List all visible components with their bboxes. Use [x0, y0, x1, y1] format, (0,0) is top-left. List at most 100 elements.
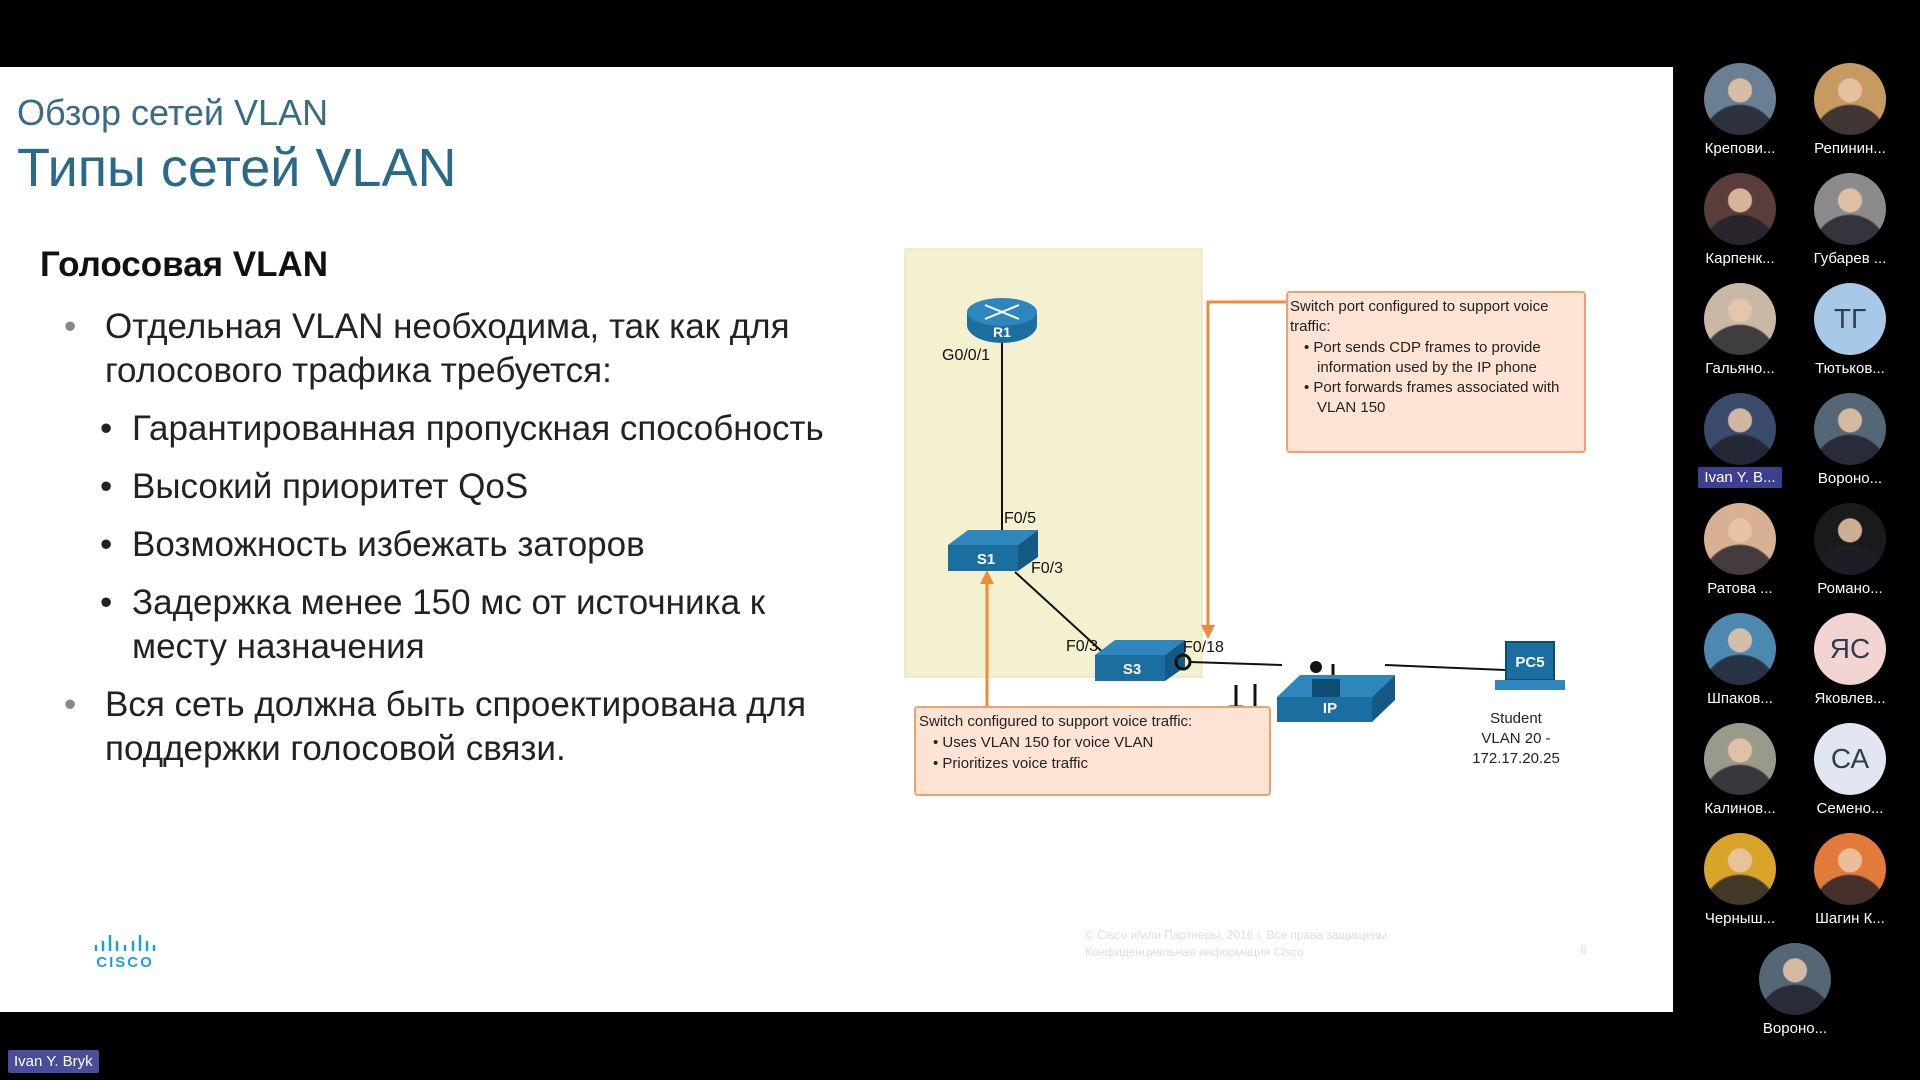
participant-tile[interactable]: ЯС Яковлев...: [1795, 613, 1905, 713]
student-ip: 172.17.20.25: [1472, 750, 1560, 767]
s3-switch-icon: [1095, 640, 1185, 655]
callout-bottom-item-2: • Prioritizes voice traffic: [933, 755, 1089, 772]
diagram-panel: [904, 248, 1203, 678]
participant-tile[interactable]: Крепови...: [1685, 63, 1795, 163]
participant-tile[interactable]: Калинов...: [1685, 723, 1795, 823]
sub-bullet-item: Задержка менее 150 мс от источника к мес…: [60, 581, 860, 669]
participant-tile[interactable]: Романо...: [1795, 503, 1905, 603]
avatar: [1704, 173, 1776, 245]
avatar: [1704, 503, 1776, 575]
student-label: Student: [1490, 710, 1543, 727]
callout-top-item-2b: VLAN 150: [1317, 399, 1385, 416]
avatar: [1704, 393, 1776, 465]
participant-name: Карпенк...: [1705, 250, 1775, 267]
s1-label: S1: [977, 551, 995, 568]
avatar: [1704, 613, 1776, 685]
avatar: [1814, 63, 1886, 135]
link-s3-phone: [1189, 661, 1283, 666]
s3-label: S3: [1123, 661, 1141, 678]
participant-tile[interactable]: Шагин К...: [1795, 833, 1905, 933]
sub-bullet-item: Возможность избежать заторов: [60, 523, 860, 567]
participant-tile[interactable]: ТГ Тютьков...: [1795, 283, 1905, 383]
student-vlan: VLAN 20 -: [1481, 730, 1550, 747]
participant-tile[interactable]: Карпенк...: [1685, 173, 1795, 273]
participant-tile[interactable]: Вороно...: [1740, 943, 1850, 1043]
sub-bullet-item: Гарантированная пропускная способность: [60, 407, 860, 451]
s1-switch-icon: [948, 530, 1038, 545]
participant-name: Вороно...: [1762, 1020, 1828, 1037]
callout-top-title-2: traffic:: [1290, 318, 1331, 335]
bullet-list: Отдельная VLAN необходима, так как для г…: [60, 305, 860, 785]
avatar: [1814, 503, 1886, 575]
shared-slide: Обзор сетей VLAN Типы сетей VLAN Голосов…: [0, 67, 1673, 1012]
avatar: ЯС: [1814, 613, 1886, 685]
avatar-initials: СА: [1830, 743, 1870, 774]
ip-phone-label: IP: [1323, 700, 1337, 717]
slide-copyright: © Cisco и/или Партнеры, 2016 г. Все прав…: [1085, 928, 1391, 959]
top-black-bar: [0, 0, 1920, 67]
s1-port-up: F0/5: [1004, 510, 1036, 527]
participant-tile[interactable]: Гальяно...: [1685, 283, 1795, 383]
participant-name: Шпаков...: [1707, 690, 1773, 707]
participant-name: Репинин...: [1814, 140, 1886, 157]
participants-gallery: Крепови... Репинин... Карпенк... Губарев ..…: [1673, 55, 1920, 1037]
callout-top-item-1b: information used by the IP phone: [1317, 359, 1537, 376]
link-s1-s3: [1014, 571, 1109, 658]
callout-bottom-item-1: • Uses VLAN 150 for voice VLAN: [933, 734, 1153, 751]
r1-port-label: G0/0/1: [942, 347, 990, 364]
avatar: [1704, 63, 1776, 135]
avatar: [1704, 723, 1776, 795]
participant-name: Тютьков...: [1815, 360, 1885, 377]
participant-name: Яковлев...: [1814, 690, 1886, 707]
callout-top-item-2a: • Port forwards frames associated with: [1304, 379, 1559, 396]
s3-port-left: F0/3: [1066, 638, 1098, 655]
avatar: [1814, 833, 1886, 905]
participant-name: Калинов...: [1704, 800, 1776, 817]
cisco-logo-text: CISCO: [96, 954, 154, 971]
participant-tile[interactable]: Ivan Y. B...: [1685, 393, 1795, 493]
avatar: [1814, 393, 1886, 465]
slide-heading: Голосовая VLAN: [40, 245, 329, 284]
participant-name: Семено...: [1816, 800, 1884, 817]
avatar: [1704, 833, 1776, 905]
callout-bottom: [914, 706, 1271, 796]
callout-top: [1286, 291, 1586, 453]
avatar: [1814, 173, 1886, 245]
s3-port-right: F0/18: [1183, 639, 1224, 656]
participant-tile[interactable]: Вороно...: [1795, 393, 1905, 493]
s1-port-down: F0/3: [1031, 560, 1063, 577]
participant-name: Ратова ...: [1707, 580, 1773, 597]
orange-arrow-top: [1206, 300, 1288, 627]
participant-name: Крепови...: [1704, 140, 1776, 157]
participant-name: Черныш...: [1704, 910, 1776, 927]
avatar: [1704, 283, 1776, 355]
participant-tile[interactable]: Губарев ...: [1795, 173, 1905, 273]
active-speaker-label: Ivan Y. Bryk: [8, 1050, 99, 1073]
avatar-initials: ЯС: [1829, 633, 1871, 664]
participant-name: Ivan Y. B...: [1698, 467, 1782, 488]
avatar: ТГ: [1814, 283, 1886, 355]
orange-arrowhead-bottom: [980, 570, 994, 584]
r1-label: R1: [993, 324, 1011, 340]
participant-name: Вороно...: [1817, 470, 1883, 487]
link-phone-pc: [1384, 664, 1506, 671]
slide-page-number: 8: [1580, 943, 1587, 957]
participant-tile[interactable]: Шпаков...: [1685, 613, 1795, 713]
orange-arrowhead-top: [1201, 625, 1215, 639]
bullet-item: Вся сеть должна быть спроектирована для …: [60, 683, 860, 771]
avatar-initials: ТГ: [1833, 303, 1867, 334]
network-diagram: R1 G0/0/1 S1 F0/5 F0/3 S3 F0/3 F0/18: [904, 248, 1586, 796]
avatar: СА: [1814, 723, 1886, 795]
participant-tile[interactable]: Репинин...: [1795, 63, 1905, 163]
avatar: [1759, 943, 1831, 1015]
callout-top-title-1: Switch port configured to support voice: [1290, 298, 1548, 315]
slide-title: Типы сетей VLAN: [17, 138, 457, 198]
participant-tile[interactable]: Черныш...: [1685, 833, 1795, 933]
participant-name: Губарев ...: [1813, 250, 1887, 267]
participant-name: Романо...: [1817, 580, 1883, 597]
callout-top-item-1a: • Port sends CDP frames to provide: [1304, 339, 1541, 356]
bullet-item: Отдельная VLAN необходима, так как для г…: [60, 305, 860, 393]
participant-tile[interactable]: СА Семено...: [1795, 723, 1905, 823]
participant-name: Шагин К...: [1815, 910, 1885, 927]
participant-tile[interactable]: Ратова ...: [1685, 503, 1795, 603]
